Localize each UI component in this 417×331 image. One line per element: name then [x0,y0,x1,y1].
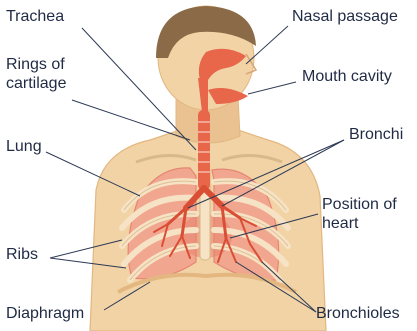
label-rings-of-cartilage-line2: cartilage [6,75,66,93]
label-lung: Lung [6,138,42,156]
label-nasal-passage: Nasal passage [292,8,398,26]
label-ribs: Ribs [6,246,38,264]
label-position-of-heart-line1: Position of [322,196,397,214]
label-trachea: Trachea [6,8,64,26]
label-mouth-cavity: Mouth cavity [302,68,392,86]
label-rings-of-cartilage-line1: Rings of [6,56,65,74]
label-position-of-heart-line2: heart [322,215,358,233]
label-bronchioles: Bronchioles [316,305,400,323]
label-diaphragm: Diaphragm [6,305,84,323]
label-bronchi: Bronchi [349,126,403,144]
